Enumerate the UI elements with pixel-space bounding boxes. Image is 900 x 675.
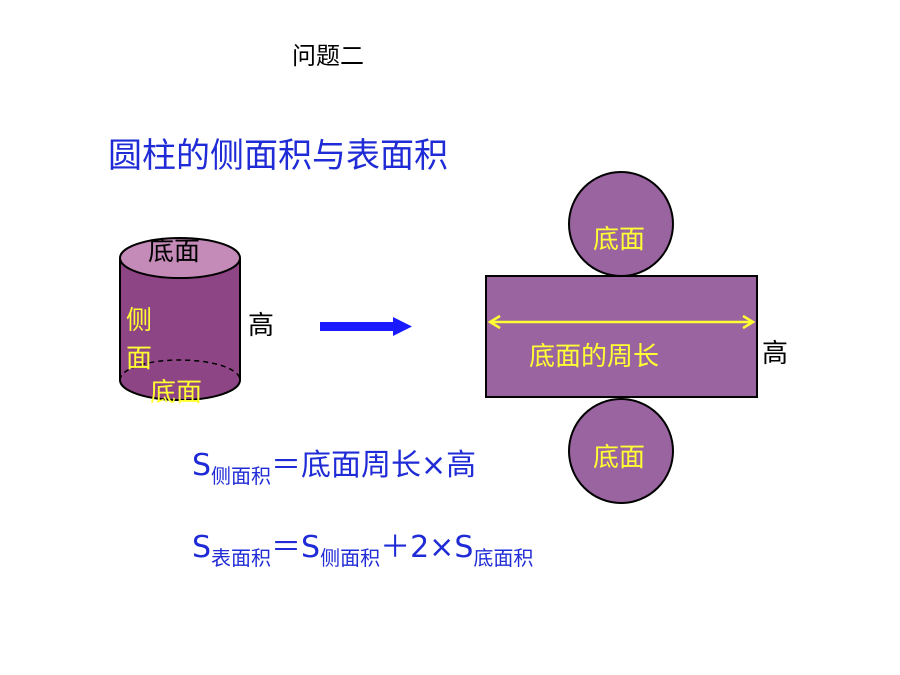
net-rect-label: 底面的周长 — [529, 342, 660, 372]
circumference-arrow-right — [742, 314, 756, 330]
cylinder-side-label-1: 侧 — [126, 306, 153, 336]
formula2-eq: ＝S — [271, 530, 321, 565]
cylinder-bottom-front — [119, 379, 241, 401]
net-height-label: 高 — [762, 339, 789, 369]
net-side-rectangle — [485, 275, 758, 398]
lateral-area-formula: S侧面积＝底面周长×高 — [192, 440, 477, 488]
formula2-sub1: 表面积 — [211, 546, 272, 570]
cylinder-side-label-2: 面 — [126, 344, 153, 374]
net-bottom-circle — [568, 398, 674, 504]
slide-title: 圆柱的侧面积与表面积 — [108, 136, 448, 176]
circumference-arrow — [487, 314, 756, 330]
arrow-head — [393, 317, 412, 336]
cylinder-height-label: 高 — [248, 311, 275, 341]
cylinder-top — [119, 237, 241, 279]
cylinder-top-label: 底面 — [148, 237, 201, 267]
formula2-s1: S — [192, 530, 212, 565]
slide-heading: 问题二 — [292, 42, 364, 70]
surface-area-formula: S表面积＝S侧面积＋2×S底面积 — [192, 522, 533, 570]
formula1-rest: ＝底面周长×高 — [271, 448, 477, 483]
formula2-plus: ＋2×S — [380, 530, 474, 565]
arrow-shaft — [320, 322, 395, 331]
net-bottom-circle-label: 底面 — [593, 443, 646, 473]
cylinder — [119, 237, 241, 401]
circumference-arrow-left — [487, 314, 501, 330]
cylinder-net — [485, 171, 758, 504]
formula1-sub: 侧面积 — [211, 464, 272, 488]
transform-arrow — [320, 317, 412, 336]
net-top-circle-label: 底面 — [593, 225, 646, 255]
cylinder-bottom-label: 底面 — [150, 378, 203, 408]
cylinder-bottom-back — [119, 359, 241, 381]
formula2-sub2: 侧面积 — [320, 546, 381, 570]
formula1-s: S — [192, 448, 212, 483]
formula2-sub3: 底面积 — [473, 546, 534, 570]
